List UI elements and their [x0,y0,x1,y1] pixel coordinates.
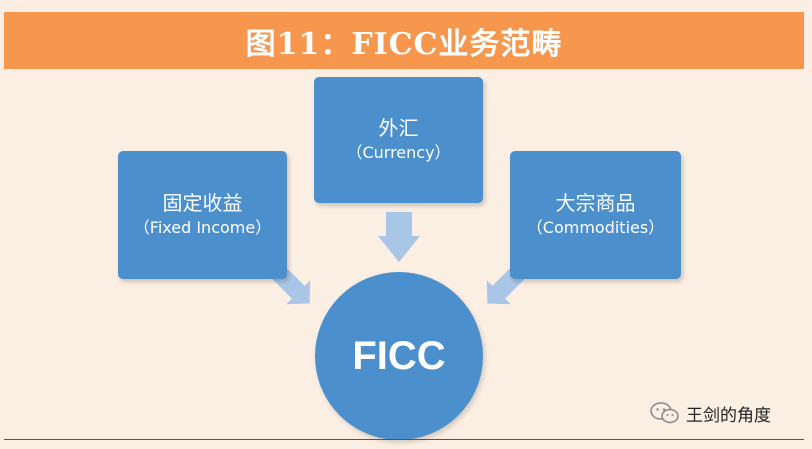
node-commodities-cn: 大宗商品 [555,191,636,215]
node-fixed-income: 固定收益 （Fixed Income） [118,151,287,279]
arrow-currency-to-ficc [378,212,420,262]
title-banner: 图11：FICC业务范畴 [4,12,804,69]
center-node-ficc: FICC [315,272,483,440]
node-currency-en: （Currency） [346,143,451,162]
node-commodities-en: （Commodities） [526,218,665,237]
node-currency-cn: 外汇 [378,116,419,140]
node-fixed-income-en: （Fixed Income） [133,218,272,237]
wechat-icon [650,402,679,424]
bottom-divider [4,439,804,440]
watermark: 王剑的角度 [650,398,771,428]
diagram-title: 图11：FICC业务范畴 [245,26,563,62]
center-node-label: FICC [352,333,446,378]
node-fixed-income-cn: 固定收益 [162,191,243,215]
node-currency: 外汇 （Currency） [314,77,483,203]
watermark-text: 王剑的角度 [686,405,771,426]
node-commodities: 大宗商品 （Commodities） [510,151,681,279]
